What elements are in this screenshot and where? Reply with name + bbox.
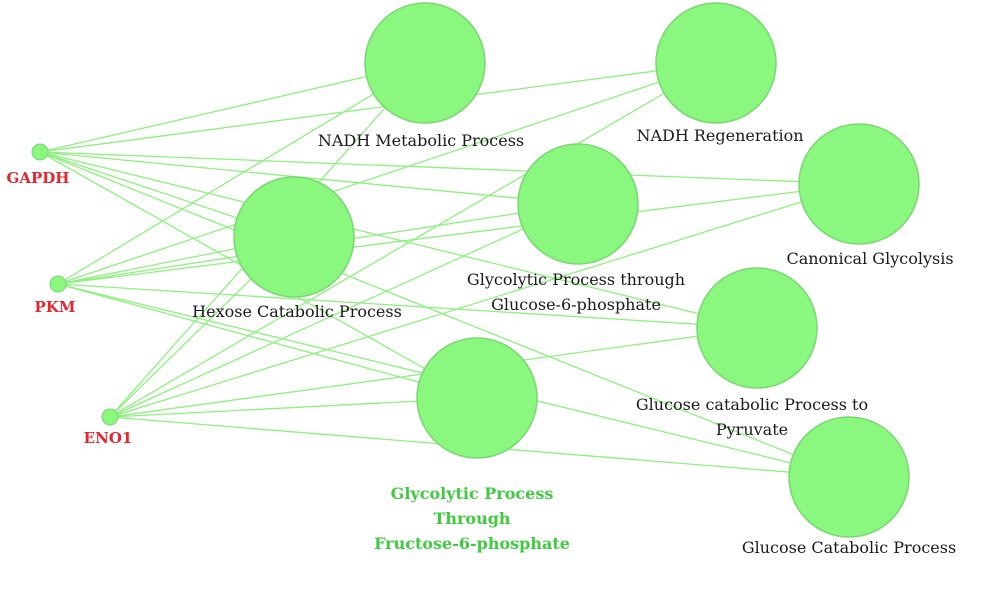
term-label-glucose-catabolic: Glucose Catabolic Process [742,538,956,557]
gene-label-eno1: ENO1 [84,429,133,447]
edge-gapdh-glucose-catabolic [39,151,850,478]
gene-node-pkm[interactable] [49,275,67,293]
term-node-layer [233,2,920,538]
term-label-line: NADH Metabolic Process [318,131,524,150]
edge-eno1-canonical-glycolysis [109,183,860,418]
term-label-line: Glycolytic Process [391,484,554,503]
term-label-line: Glucose-6-phosphate [491,295,661,314]
edge-pkm-canonical-glycolysis [57,183,860,285]
gene-node-eno1[interactable] [101,408,119,426]
term-node-glycolytic-f6p[interactable] [416,337,538,459]
term-node-nadh-metabolic[interactable] [364,2,486,124]
term-label-line: Through [433,509,510,528]
term-node-glucose-to-pyruvate[interactable] [696,267,818,389]
term-label-nadh-metabolic: NADH Metabolic Process [318,131,524,150]
gene-label-pkm: PKM [35,298,76,316]
edge-gapdh-canonical-glycolysis [39,151,860,185]
term-label-nadh-regeneration: NADH Regeneration [636,126,803,145]
term-node-glucose-catabolic[interactable] [788,416,910,538]
edge-gapdh-nadh-regeneration [39,62,717,153]
term-label-line: Pyruvate [716,420,788,439]
term-label-line: Glucose catabolic Process to [636,395,868,414]
gene-node-layer [31,143,119,426]
edge-pkm-nadh-regeneration [57,62,717,285]
term-node-hexose-catabolic[interactable] [233,176,355,298]
term-label-line: Glycolytic Process through [467,270,685,289]
term-label-hexose-catabolic: Hexose Catabolic Process [192,302,402,321]
edge-pkm-nadh-metabolic [57,62,426,285]
gene-node-gapdh[interactable] [31,143,49,161]
term-label-line: Glucose Catabolic Process [742,538,956,557]
gene-label-gapdh: GAPDH [7,169,70,187]
term-node-nadh-regeneration[interactable] [655,2,777,124]
term-node-glycolytic-g6p[interactable] [517,143,639,265]
edge-pkm-glycolytic-f6p [57,283,478,399]
term-label-glucose-to-pyruvate: Glucose catabolic Process to Pyruvate [636,395,868,439]
term-label-line: Hexose Catabolic Process [192,302,402,321]
edge-eno1-glycolytic-g6p [109,203,579,418]
term-label-line: Fructose-6-phosphate [374,534,570,553]
term-label-line: NADH Regeneration [636,126,803,145]
edge-eno1-glycolytic-f6p [109,397,478,418]
edge-gapdh-nadh-metabolic [39,62,426,153]
edge-eno1-nadh-regeneration [109,62,717,418]
label-layer: GAPDH PKM ENO1 NADH Metabolic Process NADH R… [7,126,957,557]
edge-pkm-glucose-to-pyruvate [57,283,758,329]
edge-layer [39,62,860,478]
term-label-line: Canonical Glycolysis [786,249,953,268]
term-node-canonical-glycolysis[interactable] [798,123,920,245]
term-label-canonical-glycolysis: Canonical Glycolysis [786,249,953,268]
edge-gapdh-glucose-to-pyruvate [39,151,758,329]
